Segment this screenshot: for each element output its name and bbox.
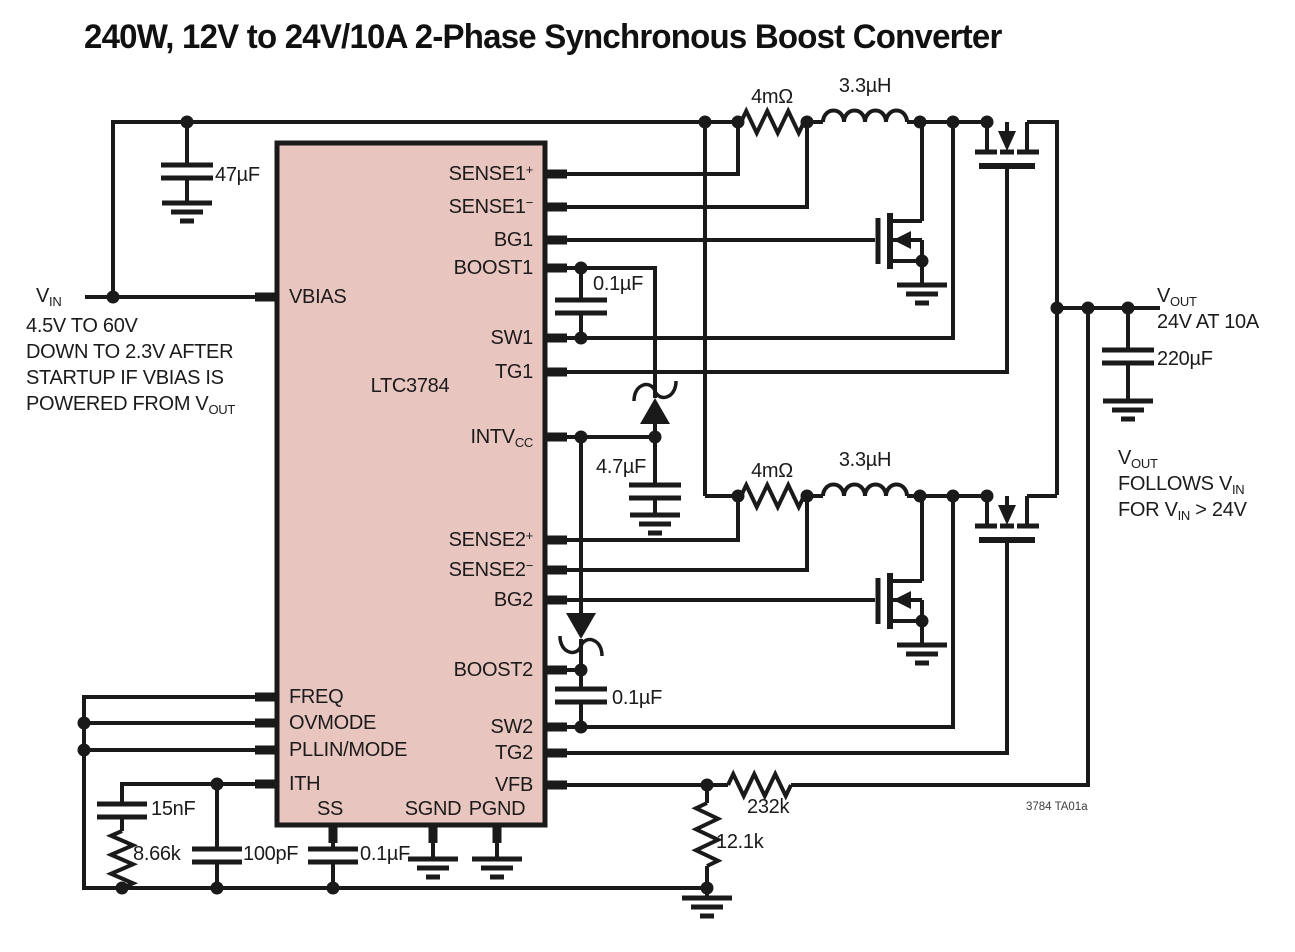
figure-id: 3784 TA01a [1026,801,1088,813]
vout-label: VOUT [1157,285,1197,309]
sense-resistor-1-value: 4mΩ [751,86,793,108]
pin-label-sw2: SW2 [490,716,534,738]
ith-cap-value: 15nF [151,798,196,820]
ground-pgnd [472,856,522,880]
ss-cap-value: 0.1µF [360,843,411,865]
pin-label-ss: SS [316,798,344,820]
vout-note: VOUT FOLLOWS VIN FOR VIN > 24V [1118,446,1247,524]
boost1-cap [555,297,607,316]
mosfet-q1-bottom [875,213,922,269]
vout-note-line1: VOUT [1118,447,1158,471]
filter-cap-value: 100pF [243,843,299,865]
intvcc-cap-value: 4.7µF [596,456,647,478]
inductor-2 [821,482,909,497]
vout-note-line3: FOR VIN > 24V [1118,499,1247,523]
pin-label-boost2: BOOST2 [453,659,534,681]
ss-cap [308,846,358,865]
ith-resistor [105,829,139,890]
pin-label-boost1: BOOST1 [453,257,534,279]
vin-note: 4.5V TO 60V DOWN TO 2.3V AFTER STARTUP I… [26,313,235,419]
sense-resistor-2-value: 4mΩ [751,460,793,482]
feedback-top-res-value: 232k [747,796,790,818]
output-cap [1102,347,1154,366]
pin-label-sense2-minus: SENSE2− [448,558,534,581]
pin-label-bg1: BG1 [493,229,533,251]
ic-part-number: LTC3784 [370,375,450,397]
pin-label-ith: ITH [289,773,321,795]
boost1-cap-value: 0.1µF [593,273,644,295]
pin-label-ovmode: OVMODE [289,712,377,734]
ground-symbols [162,200,1153,919]
mosfet-q2-bottom [875,573,922,629]
feedback-top-resistor [726,769,793,801]
ground-q2 [897,642,947,666]
pin-label-vbias: VBIAS [289,286,347,308]
boost-diode-2 [558,613,604,657]
ic-pin-stubs [255,169,567,843]
ground-output-cap [1103,398,1153,422]
ic-body [274,140,548,828]
ith-res-value: 8.66k [133,843,181,865]
junction-dots [77,115,1135,895]
intvcc-cap [629,482,681,501]
ground-sgnd [408,856,458,880]
page-title: 240W, 12V to 24V/10A 2-Phase Synchronous… [84,18,1002,56]
pin-label-tg2: TG2 [495,742,533,764]
resistors [105,106,806,890]
pin-label-vfb: VFB [495,774,533,796]
vin-note-line1: 4.5V TO 60V [26,315,138,337]
capacitors [97,162,1154,865]
pin-label-bg2: BG2 [493,589,533,611]
vin-label: VIN [36,285,62,309]
pin-label-sgnd: SGND [404,798,462,820]
body-diode-arrow [998,505,1016,525]
inductor-1 [821,108,909,123]
pin-label-freq: FREQ [289,686,344,708]
pin-label-pgnd: PGND [468,798,526,820]
ith-cap [97,801,147,820]
input-cap [161,162,213,181]
inductors [821,108,909,497]
feedback-bottom-resistor [691,801,723,868]
boost-diode-1 [632,380,678,424]
pin-label-sense1-minus: SENSE1− [448,195,534,218]
ground-q1 [897,282,947,306]
pin-label-sense1-plus: SENSE1+ [448,162,534,185]
sense-resistor-1 [739,106,806,138]
ground-feedback [682,895,732,919]
vin-note-line3: STARTUP IF VBIAS IS [26,367,224,389]
pin-label-tg1: TG1 [495,361,533,383]
feedback-bottom-res-value: 12.1k [716,831,764,853]
boost2-cap [555,686,607,705]
ground-intvcc-cap [630,512,680,536]
output-cap-value: 220µF [1157,348,1213,370]
vout-note-line2: FOLLOWS VIN [1118,473,1245,497]
boost2-cap-value: 0.1µF [612,687,663,709]
vin-note-line4: POWERED FROM VOUT [26,393,236,417]
sense-resistor-2 [739,480,806,512]
pin-label-sense2-plus: SENSE2+ [448,528,534,551]
inductor-2-value: 3.3µH [838,449,892,471]
wires [82,120,1160,896]
body-diode-arrow [998,131,1016,151]
vout-rating: 24V AT 10A [1157,311,1259,333]
pin-label-pllin-mode: PLLIN/MODE [289,739,408,761]
ground-input-cap [162,200,212,224]
inductor-1-value: 3.3µH [838,75,892,97]
vin-note-line2: DOWN TO 2.3V AFTER [26,341,234,363]
mosfet-q4-top [975,496,1039,543]
body-diode-arrow [893,591,911,609]
mosfet-q3-top [975,122,1039,169]
pin-label-sw1: SW1 [490,327,534,349]
pin-label-intvcc: INTVCC [470,426,533,450]
input-cap-value: 47µF [215,164,260,186]
filter-cap [192,846,242,865]
body-diode-arrow [893,231,911,249]
